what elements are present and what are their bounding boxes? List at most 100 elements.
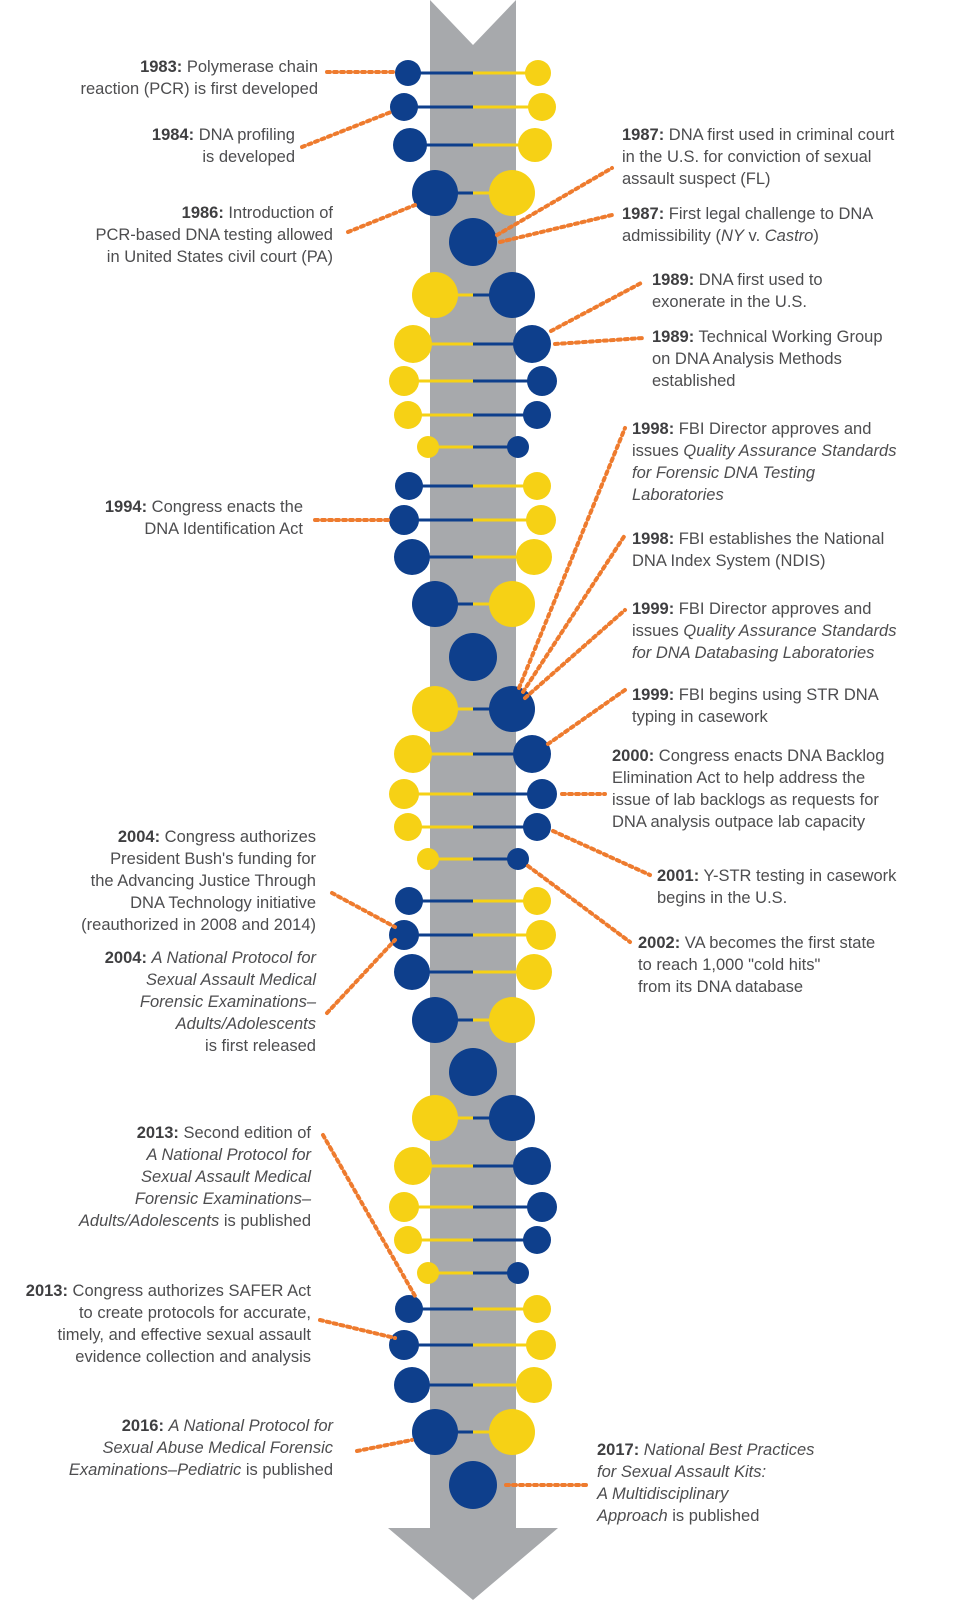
- event-text-line: typing in casework: [632, 708, 768, 726]
- yellow-nucleotide: [394, 1226, 422, 1254]
- yellow-nucleotide: [412, 272, 458, 318]
- event-year: 1998:: [632, 530, 675, 548]
- event-text-line: Forensic Examinations–: [79, 1188, 311, 1210]
- event-text-line: to create protocols for accurate,: [78, 1304, 311, 1322]
- event-text-line: 1998: FBI Director approves and: [632, 420, 872, 438]
- event-text-line: is first released: [205, 1037, 316, 1055]
- blue-nucleotide: [394, 539, 430, 575]
- event-text-line: Adults/Adolescents is published: [78, 1212, 311, 1230]
- dotted-connector: [300, 110, 393, 149]
- event-text-line: PCR-based DNA testing allowed: [95, 226, 333, 244]
- blue-nucleotide: [394, 1367, 430, 1403]
- event-text-line: Elimination Act to help address the: [612, 769, 866, 787]
- yellow-nucleotide: [394, 1147, 432, 1185]
- yellow-nucleotide: [417, 848, 439, 870]
- event-text-line: exonerate in the U.S.: [652, 293, 808, 311]
- yellow-nucleotide: [528, 93, 556, 121]
- timeline-event: 2013: Second edition of A National Protoc…: [79, 1122, 311, 1232]
- event-year: 1989:: [652, 271, 695, 289]
- blue-nucleotide: [449, 633, 497, 681]
- blue-nucleotide: [449, 1048, 497, 1096]
- event-text-line: 2013: Second edition of: [136, 1124, 311, 1142]
- event-text-line: Sexual Assault Medical: [79, 1166, 311, 1188]
- event-text-line: DNA analysis outpace lab capacity: [612, 813, 866, 831]
- event-text-line: (reauthorized in 2008 and 2014): [81, 916, 316, 934]
- event-year: 1986:: [181, 204, 224, 222]
- event-text-line: 2013: Congress authorizes SAFER Act: [25, 1282, 311, 1300]
- blue-nucleotide: [412, 581, 458, 627]
- yellow-nucleotide: [526, 920, 556, 950]
- event-text-line: 1998: FBI establishes the National: [632, 530, 885, 548]
- yellow-nucleotide: [394, 735, 432, 773]
- yellow-nucleotide: [523, 887, 551, 915]
- dotted-connector: [321, 1133, 417, 1298]
- yellow-nucleotide: [412, 1095, 458, 1141]
- blue-nucleotide: [489, 1095, 535, 1141]
- event-text-line: established: [652, 372, 736, 390]
- event-text-line: Examinations–Pediatric is published: [68, 1461, 333, 1479]
- dotted-connector: [517, 426, 627, 690]
- blue-nucleotide: [523, 401, 551, 429]
- blue-nucleotide: [389, 505, 419, 535]
- dotted-connector: [330, 891, 397, 929]
- italic-title: Sexual Assault Medical: [146, 971, 316, 989]
- event-text-line: for DNA Databasing Laboratories: [632, 642, 896, 664]
- blue-nucleotide: [393, 128, 427, 162]
- event-text-line: begins in the U.S.: [657, 889, 788, 907]
- event-text-line: A National Protocol for: [79, 1144, 311, 1166]
- event-text-line: 2016: A National Protocol for: [69, 1415, 333, 1437]
- event-text-line: 1984: DNA profiling: [151, 126, 295, 144]
- event-year: 2004:: [117, 828, 161, 846]
- italic-title: Forensic Examinations–: [139, 993, 316, 1011]
- event-text-line: for Forensic DNA Testing: [632, 462, 896, 484]
- event-text-line: 2002: VA becomes the first state: [638, 934, 876, 952]
- event-text-line: is developed: [202, 148, 295, 166]
- yellow-nucleotide: [417, 1262, 439, 1284]
- event-text-line: DNA Identification Act: [144, 520, 303, 538]
- event-text-line: DNA Technology initiative: [130, 894, 316, 912]
- yellow-nucleotide: [489, 170, 535, 216]
- italic-title: Adults/Adolescents: [78, 1212, 220, 1230]
- event-text-line: evidence collection and analysis: [75, 1348, 311, 1366]
- event-text-line: Adults/Adolescents: [105, 1013, 316, 1035]
- dotted-connector: [355, 1438, 414, 1453]
- yellow-nucleotide: [516, 539, 552, 575]
- event-year: 2000:: [612, 747, 655, 765]
- event-text-line: President Bush's funding for: [110, 850, 316, 868]
- blue-nucleotide: [527, 779, 557, 809]
- timeline-arrow: [388, 0, 558, 1600]
- blue-nucleotide: [513, 1147, 551, 1185]
- yellow-nucleotide: [516, 954, 552, 990]
- event-text-line: issue of lab backlogs as requests for: [612, 791, 879, 809]
- event-text-line: 1987: First legal challenge to DNA: [622, 205, 874, 223]
- yellow-nucleotide: [518, 128, 552, 162]
- event-year: 1999:: [632, 686, 675, 704]
- yellow-nucleotide: [412, 686, 458, 732]
- event-year: 1998:: [632, 420, 675, 438]
- yellow-nucleotide: [525, 60, 551, 86]
- yellow-nucleotide: [489, 997, 535, 1043]
- italic-title: Examinations–Pediatric: [68, 1461, 242, 1479]
- event-text-line: DNA Index System (NDIS): [632, 552, 826, 570]
- italic-title: A Multidisciplinary: [597, 1485, 729, 1503]
- event-year: 2013:: [25, 1282, 68, 1300]
- blue-nucleotide: [412, 997, 458, 1043]
- italic-title: A National Protocol for: [146, 1146, 311, 1164]
- yellow-nucleotide: [389, 1192, 419, 1222]
- event-text-line: 1986: Introduction of: [181, 204, 333, 222]
- yellow-nucleotide: [394, 401, 422, 429]
- event-year: 1983:: [140, 58, 183, 76]
- timeline-event: 1986: Introduction of PCR-based DNA testi…: [95, 202, 333, 268]
- event-year: 2001:: [657, 867, 700, 885]
- yellow-nucleotide: [526, 505, 556, 535]
- dotted-connector: [498, 213, 614, 244]
- yellow-nucleotide: [417, 436, 439, 458]
- blue-nucleotide: [395, 472, 423, 500]
- event-text-line: 2001: Y-STR testing in casework: [657, 867, 897, 885]
